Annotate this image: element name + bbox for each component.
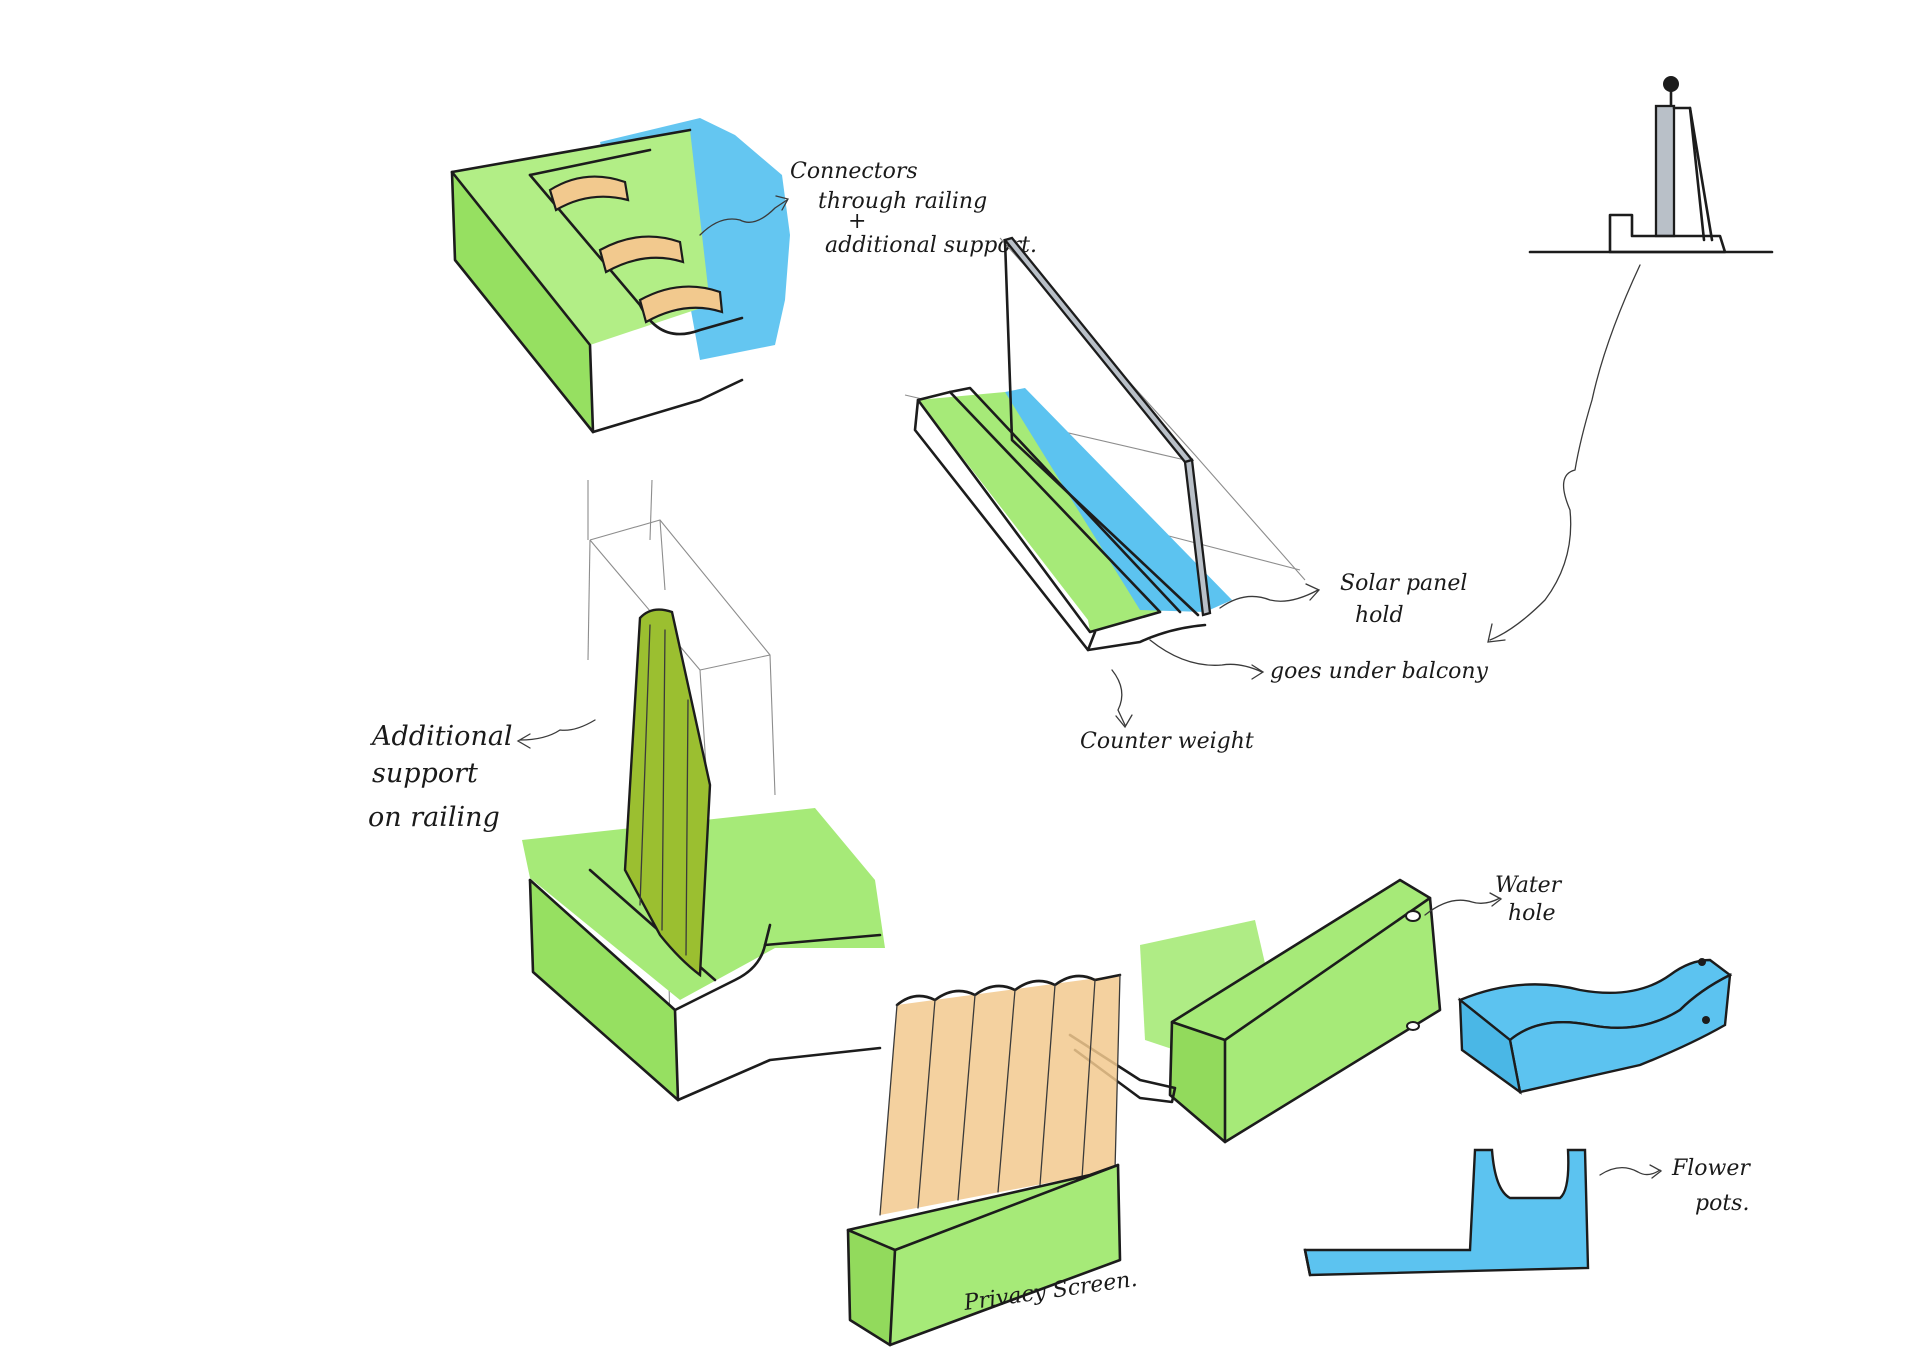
connector-annotation: Connectors through railing + additional …	[699, 159, 1037, 258]
solar-panel	[1003, 236, 1212, 617]
flower-pot-profile	[1303, 1148, 1590, 1277]
flower-pot-annotation: Flower pots.	[1599, 1156, 1751, 1216]
connector-label-line-4: additional support.	[825, 233, 1037, 258]
pole-elevation-sketch	[1487, 76, 1774, 643]
support-label-line-1: Additional	[369, 721, 513, 752]
connector-top-face	[452, 130, 710, 345]
planter-box-sketch	[1068, 878, 1442, 1144]
connector-label-line-1: Connectors	[790, 159, 918, 184]
connector-label-line-3: +	[848, 209, 866, 234]
privacy-base-left	[848, 1230, 895, 1345]
pole-body	[1654, 104, 1676, 238]
connector-block-sketch	[450, 118, 790, 434]
privacy-base-top	[848, 1165, 1118, 1250]
solar-label-line-2: hold	[1355, 603, 1404, 628]
support-label-line-2: support	[372, 758, 478, 789]
wavy-planter-sketch	[1457, 958, 1733, 1095]
planter-left	[1170, 1022, 1225, 1142]
wavy-planter-front	[1508, 972, 1732, 1094]
water-hole-top	[1405, 910, 1421, 922]
counter-weight-label: Counter weight	[1080, 729, 1254, 754]
support-label-line-3: on railing	[368, 802, 500, 833]
water-label-line-2: hole	[1508, 901, 1555, 926]
water-hole-annotation: Water hole	[1424, 873, 1563, 926]
planter-top	[1172, 880, 1430, 1040]
flower-label-line-1: Flower	[1671, 1156, 1751, 1181]
railing-support-sketch	[522, 479, 885, 1102]
water-label-line-1: Water	[1495, 873, 1563, 898]
flower-pot-sketch	[1303, 1148, 1590, 1277]
solar-holder-sketch	[904, 236, 1306, 652]
solar-label-line-1: Solar panel	[1340, 571, 1467, 596]
privacy-slats-fill	[880, 975, 1120, 1215]
solar-annotations: Solar panel hold goes under balcony Coun…	[1080, 571, 1489, 754]
water-hole-bottom	[1406, 1021, 1420, 1031]
solar-base-blue	[1005, 388, 1232, 612]
planter-side-wash	[1140, 920, 1270, 1050]
railing-support-annotation: Additional support on railing	[368, 719, 596, 833]
wavy-planter-left	[1458, 997, 1522, 1095]
railing-base-front	[530, 880, 678, 1100]
privacy-screen-sketch: Privacy Screen.	[846, 973, 1139, 1347]
curved-support-panel	[623, 608, 712, 978]
connector-label-line-2: through railing	[818, 189, 987, 214]
under-balcony-label: goes under balcony	[1270, 659, 1489, 684]
planter-front	[1225, 898, 1440, 1142]
connector-straps	[548, 175, 724, 324]
privacy-base-front	[890, 1165, 1120, 1345]
connector-front-face	[452, 172, 593, 432]
flower-label-line-2: pots.	[1695, 1191, 1749, 1216]
